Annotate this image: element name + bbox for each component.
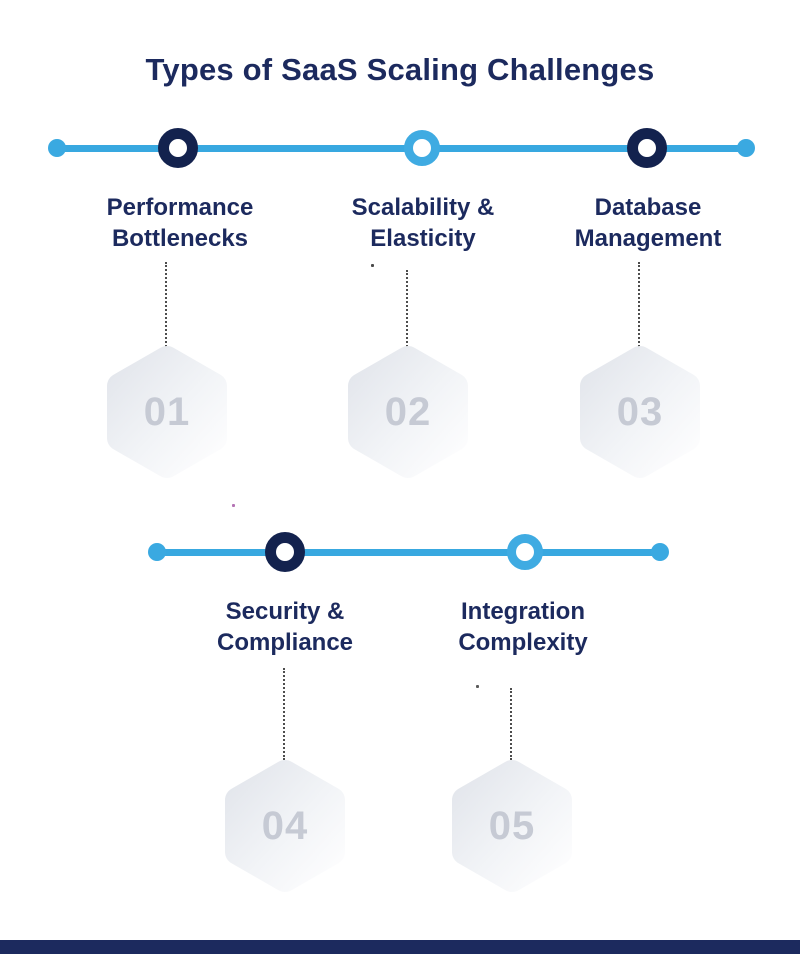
challenge-label-05: Integration Complexity <box>458 598 588 656</box>
marker-ring-challenge-05 <box>507 534 543 570</box>
dotted-connector-01 <box>165 262 167 347</box>
timeline-endpoint-dot-left-2 <box>148 543 166 561</box>
dotted-connector-05 <box>510 688 512 760</box>
timeline-line-1 <box>57 145 747 152</box>
hexagon-shape <box>348 346 468 478</box>
challenge-number: 02 <box>384 389 432 434</box>
stray-dot <box>232 504 235 507</box>
hexagon-04: 04 <box>224 760 346 892</box>
timeline-endpoint-dot-right-1 <box>737 139 755 157</box>
hexagon-shape <box>107 346 227 478</box>
hexagon-shape <box>580 346 700 478</box>
challenge-number: 05 <box>488 803 536 848</box>
marker-ring-challenge-03 <box>627 128 667 168</box>
challenge-label-03: Database Management <box>574 194 722 252</box>
marker-ring-challenge-02 <box>404 130 440 166</box>
challenge-label-04: Security & Compliance <box>216 598 354 656</box>
hexagon-02: 02 <box>347 346 469 478</box>
challenge-number: 04 <box>261 803 309 848</box>
dotted-connector-02 <box>406 270 408 347</box>
challenge-label-02: Scalability & Elasticity <box>351 194 495 252</box>
hexagon-01: 01 <box>106 346 228 478</box>
timeline-endpoint-dot-left-1 <box>48 139 66 157</box>
hexagon-shape <box>452 760 572 892</box>
timeline-endpoint-dot-right-2 <box>651 543 669 561</box>
bottom-accent-bar <box>0 940 800 954</box>
dotted-connector-04 <box>283 668 285 760</box>
timeline-line-2 <box>150 549 663 556</box>
hexagon-05: 05 <box>451 760 573 892</box>
hexagon-shape <box>225 760 345 892</box>
dotted-connector-03 <box>638 262 640 347</box>
stray-dot <box>371 264 374 267</box>
hexagon-03: 03 <box>579 346 701 478</box>
challenge-label-01: Performance Bottlenecks <box>106 194 254 252</box>
stray-dot <box>476 685 479 688</box>
challenge-number: 01 <box>143 389 191 434</box>
marker-ring-challenge-04 <box>265 532 305 572</box>
page-title: Types of SaaS Scaling Challenges <box>145 52 655 87</box>
challenge-number: 03 <box>616 389 664 434</box>
marker-ring-challenge-01 <box>158 128 198 168</box>
